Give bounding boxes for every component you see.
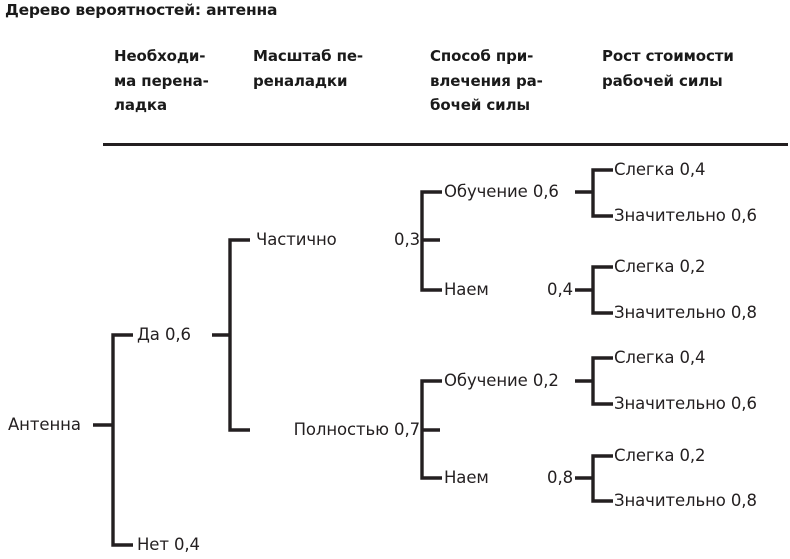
column-header-labor-method: Способ при- влечения ра- бочей силы	[430, 44, 595, 118]
node-cost-major-a1: Значительно 0,6	[614, 206, 757, 225]
node-retooling-no: Нет 0,4	[137, 535, 200, 554]
leaf-b2-bracket	[591, 454, 613, 503]
column-header-retooling-scale: Масштаб пе- реналадки	[253, 44, 418, 93]
column-header-line: Необходи- ма перена- ладка	[114, 47, 209, 114]
node-scale-partial-probability: 0,3	[394, 230, 420, 249]
column-header-labor-cost-growth: Рост стоимости рабочей силы	[602, 44, 782, 93]
node-labor-hire-lower: Наем	[444, 468, 489, 487]
node-scale-full: Полностью 0,7	[293, 420, 421, 439]
level3-lower-bracket	[420, 379, 442, 480]
column-header-retooling-needed: Необходи- ма перена- ладка	[114, 44, 242, 118]
column-header-line: Рост стоимости рабочей силы	[602, 47, 734, 90]
column-header-line: Масштаб пе- реналадки	[253, 47, 364, 90]
node-retooling-yes: Да 0,6	[137, 325, 191, 344]
header-divider-rule	[103, 143, 788, 146]
node-scale-partial: Частично	[256, 230, 337, 249]
page-title: Дерево вероятностей: антенна	[5, 1, 278, 19]
leaf-a2-bracket	[591, 265, 613, 315]
node-cost-slight-a2: Слегка 0,2	[614, 257, 706, 276]
level2-bracket	[228, 238, 250, 432]
node-cost-major-b2: Значительно 0,8	[614, 491, 757, 510]
level3-upper-bracket	[420, 190, 442, 292]
leaf-b1-bracket	[591, 356, 613, 406]
level1-bracket	[111, 333, 133, 547]
node-cost-slight-a1: Слегка 0,4	[614, 160, 706, 179]
node-cost-major-b1: Значительно 0,6	[614, 394, 757, 413]
node-labor-hire-lower-probability: 0,8	[547, 468, 573, 487]
column-header-line: Способ при- влечения ра- бочей силы	[430, 47, 543, 114]
node-labor-hire-upper-probability: 0,4	[547, 280, 573, 299]
leaf-a1-bracket	[591, 168, 613, 218]
node-labor-train-upper: Обучение 0,6	[444, 182, 559, 201]
node-root-antenna: Антенна	[8, 415, 81, 434]
node-cost-slight-b2: Слегка 0,2	[614, 446, 706, 465]
node-labor-train-lower: Обучение 0,2	[444, 371, 559, 390]
node-labor-hire-upper: Наем	[444, 280, 489, 299]
node-cost-slight-b1: Слегка 0,4	[614, 348, 706, 367]
node-cost-major-a2: Значительно 0,8	[614, 303, 757, 322]
